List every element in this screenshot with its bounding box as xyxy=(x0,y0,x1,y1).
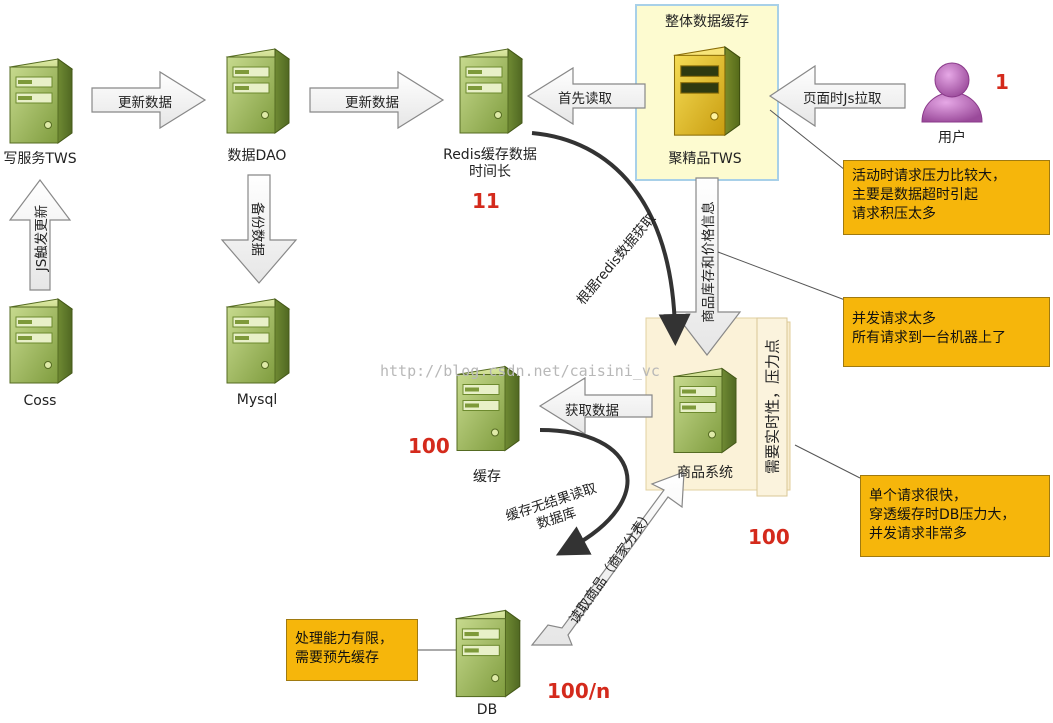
get-data-label: 获取数据 xyxy=(565,403,619,419)
note-activity-line: 请求积压太多 xyxy=(852,206,936,222)
arrow-js-pull xyxy=(768,64,906,128)
redis-count: 11 xyxy=(472,189,500,213)
line-note-single xyxy=(794,444,861,479)
mysql-server-icon xyxy=(226,298,290,384)
db-label: DB xyxy=(476,702,498,718)
line-note-concurrency xyxy=(717,251,846,301)
note-concurrency: 并发请求太多 所有请求到一台机器上了 xyxy=(843,297,1050,367)
js-trigger-label: JS触发更新 xyxy=(34,204,50,272)
arrow-backup xyxy=(220,174,298,284)
curve-cache-miss xyxy=(539,428,630,556)
aggregate-server-icon xyxy=(673,46,741,136)
redis-label-line1: Redis缓存数据 xyxy=(443,147,537,163)
arrow-update-1 xyxy=(91,70,207,130)
user-count: 1 xyxy=(995,70,1009,94)
arrow-get-data xyxy=(538,376,653,436)
arrow-read-first xyxy=(526,66,646,126)
note-activity-line: 活动时请求压力比较大， xyxy=(852,168,1006,184)
line-note-activity xyxy=(769,109,846,171)
db-count: 100/n xyxy=(547,679,611,703)
pressure-point-strip xyxy=(756,317,788,497)
db-server-icon xyxy=(455,609,521,698)
read-first-label: 首先读取 xyxy=(558,91,612,107)
note-limited: 处理能力有限， 需要预先缓存 xyxy=(286,619,418,681)
note-concurrency-line: 并发请求太多 xyxy=(852,311,936,327)
curve-get-from-redis xyxy=(531,131,691,346)
js-pull-label: 页面时Js拉取 xyxy=(803,91,882,107)
user-icon xyxy=(921,62,983,123)
mysql-label: Mysql xyxy=(236,392,278,408)
write-tws-label: 写服务TWS xyxy=(3,151,77,167)
watermark: http://blog.csdn.net/caisini_vc xyxy=(380,362,660,380)
write-tws-server-icon xyxy=(9,58,73,144)
user-label: 用户 xyxy=(938,130,966,146)
note-limited-line: 需要预先缓存 xyxy=(295,650,379,666)
redis-server-icon xyxy=(459,48,523,134)
note-single-line: 穿透缓存时DB压力大， xyxy=(869,507,1016,523)
cache-label: 缓存 xyxy=(473,469,501,485)
note-activity: 活动时请求压力比较大， 主要是数据超时引起 请求积压太多 xyxy=(843,160,1050,235)
update-data-label-2: 更新数据 xyxy=(345,95,399,111)
goods-stock-label: 商品库存和价格信息 xyxy=(701,201,717,323)
note-concurrency-line: 所有请求到一台机器上了 xyxy=(852,330,1006,346)
dao-label: 数据DAO xyxy=(227,148,287,164)
note-single-line: 并发请求非常多 xyxy=(869,526,967,542)
note-single: 单个请求很快， 穿透缓存时DB压力大， 并发请求非常多 xyxy=(860,475,1050,557)
coss-label: Coss xyxy=(23,393,57,409)
note-limited-line: 处理能力有限， xyxy=(295,631,393,647)
arrow-read-goods xyxy=(530,471,685,646)
update-data-label-1: 更新数据 xyxy=(118,95,172,111)
coss-server-icon xyxy=(9,298,73,384)
arrow-js-trigger xyxy=(8,179,72,291)
note-activity-line: 主要是数据超时引起 xyxy=(852,187,978,203)
backup-label: 备份数据 xyxy=(249,202,265,256)
pressure-label: 需要实时性，压力点 xyxy=(763,339,782,475)
redis-label: Redis缓存数据 时间长 xyxy=(430,147,550,181)
goods-label: 商品系统 xyxy=(677,465,733,481)
cache-count: 100 xyxy=(408,434,450,458)
dao-server-icon xyxy=(226,48,290,134)
box-title: 整体数据缓存 xyxy=(665,14,749,30)
goods-server-icon xyxy=(673,367,737,454)
arrow-goods-stock xyxy=(672,177,742,356)
aggregate-label: 聚精品TWS xyxy=(668,151,742,167)
arrow-update-2 xyxy=(309,70,445,130)
note-single-line: 单个请求很快， xyxy=(869,488,967,504)
redis-label-line2: 时间长 xyxy=(469,164,511,180)
goods-count: 100 xyxy=(748,525,790,549)
